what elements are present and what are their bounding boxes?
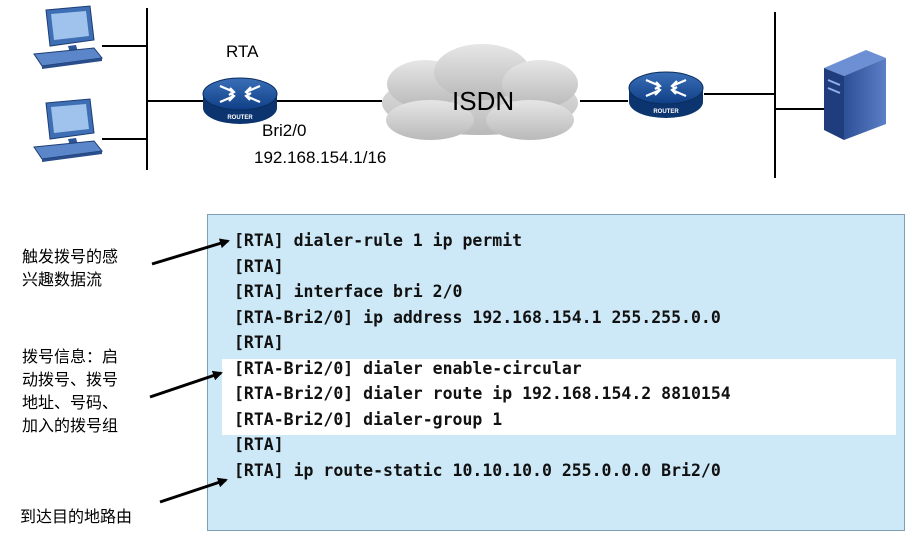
- config-line: [RTA]: [234, 435, 284, 454]
- server-icon: [824, 50, 886, 140]
- isdn-label: ISDN: [452, 86, 515, 116]
- router-icon: ROUTER: [628, 71, 704, 118]
- ip-address-label: 192.168.154.1/16: [254, 148, 387, 167]
- dialer-config-highlight: [222, 359, 896, 435]
- config-line: [RTA-Bri2/0] dialer-group 1: [234, 410, 503, 429]
- note-line: 加入的拨号组: [22, 416, 119, 435]
- pc-icon: [33, 5, 103, 69]
- note-line: 动拨号、拨号: [22, 370, 119, 389]
- router-badge: ROUTER: [653, 109, 679, 115]
- note-line: 拨号信息：启: [22, 347, 119, 366]
- config-line: [RTA-Bri2/0] ip address 192.168.154.1 25…: [234, 308, 721, 327]
- router-rta-icon: ROUTER: [202, 77, 278, 124]
- note-line: 触发拨号的感: [22, 247, 119, 266]
- router-badge: ROUTER: [227, 115, 253, 121]
- dial-info-note: 拨号信息：启 动拨号、拨号 地址、号码、 加入的拨号组: [22, 345, 118, 437]
- note-line: 地址、号码、: [22, 393, 119, 412]
- note-line: 到达目的地路由: [20, 507, 133, 526]
- interface-label: Bri2/0: [262, 121, 307, 140]
- config-panel: [RTA] dialer-rule 1 ip permit [RTA] [RTA…: [207, 214, 905, 531]
- config-line: [RTA] interface bri 2/0: [234, 282, 463, 301]
- network-topology: ROUTER ROUTER: [33, 5, 886, 178]
- pc-icon: [33, 98, 103, 162]
- config-line: [RTA] ip route-static 10.10.10.0 255.0.0…: [234, 461, 721, 480]
- isdn-cloud-icon: [382, 44, 578, 140]
- config-line: [RTA]: [234, 333, 284, 352]
- route-note: 到达目的地路由: [20, 505, 132, 528]
- config-line: [RTA-Bri2/0] dialer route ip 192.168.154…: [234, 384, 731, 403]
- note-line: 兴趣数据流: [22, 270, 103, 289]
- config-line: [RTA] dialer-rule 1 ip permit: [234, 231, 523, 250]
- router-rta-label: RTA: [226, 42, 259, 61]
- config-line: [RTA]: [234, 257, 284, 276]
- trigger-traffic-note: 触发拨号的感 兴趣数据流: [22, 245, 118, 291]
- config-line: [RTA-Bri2/0] dialer enable-circular: [234, 359, 582, 378]
